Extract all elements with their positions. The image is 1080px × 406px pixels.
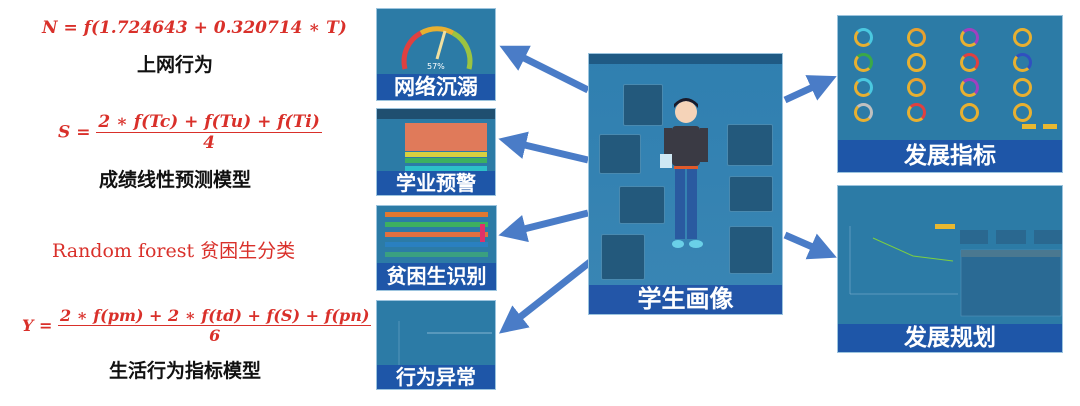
info-box (599, 134, 641, 174)
formula-s: S = 2 ∗ f(Tc) + f(Tu) + f(Ti)4 (58, 112, 322, 153)
panel-internet-addiction[interactable]: 57% 网络沉溺 (376, 8, 496, 101)
indicator-ring (960, 103, 979, 122)
indicator-ring (854, 103, 873, 122)
formula-n: N = f(1.724643 + 0.320714 ∗ T) (42, 18, 347, 38)
indicator-ring (1013, 28, 1032, 47)
formula-y: Y = 2 ∗ f(pm) + 2 ∗ f(td) + f(S) + f(pn)… (22, 306, 372, 345)
formula-lhs: S = (58, 122, 97, 143)
formula-denominator: 6 (209, 326, 221, 345)
indicator-ring (854, 53, 873, 72)
indicator-ring (960, 28, 979, 47)
info-box (619, 186, 665, 224)
arrow-to-behavior (499, 259, 593, 334)
panel-development-planning[interactable]: 发展规划 (837, 185, 1063, 353)
arrow-to-planning (783, 231, 837, 260)
arrow-to-internet (499, 45, 590, 94)
button[interactable] (1043, 124, 1057, 129)
indicator-ring (854, 28, 873, 47)
line-chart (398, 321, 492, 367)
panel-behavior-anomaly[interactable]: 行为异常 (376, 300, 496, 390)
bar-yellow (405, 152, 487, 157)
panel-label: 学生画像 (589, 285, 782, 314)
caption-life-behavior-model: 生活行为指标模型 (108, 360, 261, 382)
bar (385, 252, 488, 257)
formula-expr: f(1.724643 + 0.320714 ∗ T) (83, 18, 347, 38)
caption-internet-behavior: 上网行为 (136, 54, 213, 76)
marker (480, 224, 485, 242)
panel-header (589, 54, 782, 64)
panel-label: 贫困生识别 (377, 263, 496, 290)
panel-label: 行为异常 (377, 365, 495, 389)
line-chart (849, 224, 1062, 317)
formula-lhs: Y = (22, 316, 58, 335)
bar (385, 212, 488, 217)
formula-denominator: 4 (203, 133, 215, 153)
arrow-to-indicators (783, 75, 837, 104)
bar-green (405, 158, 487, 163)
panel-label: 网络沉溺 (377, 74, 495, 100)
indicator-ring (1013, 78, 1032, 97)
panel-label: 学业预警 (377, 171, 495, 195)
bar-group-red (405, 123, 487, 151)
indicator-ring (960, 78, 979, 97)
bar (385, 232, 488, 237)
info-box (729, 176, 773, 212)
indicator-ring (907, 53, 926, 72)
panel-header (377, 109, 495, 119)
bar (385, 222, 488, 227)
info-box (601, 234, 645, 280)
caption-grade-model: 成绩线性预测模型 (98, 169, 251, 191)
panel-academic-warning[interactable]: 学业预警 (376, 108, 496, 196)
bar (385, 242, 488, 247)
panel-poverty-identification[interactable]: 贫困生识别 (376, 205, 497, 291)
indicator-ring (960, 53, 979, 72)
panel-student-portrait[interactable]: 学生画像 (588, 53, 783, 315)
indicator-ring (907, 28, 926, 47)
formula-lhs: N = (42, 18, 84, 38)
gauge-icon (401, 26, 473, 70)
indicator-ring (907, 103, 926, 122)
info-box (729, 226, 773, 274)
indicator-ring (854, 78, 873, 97)
formula-numerator: 2 ∗ f(pm) + 2 ∗ f(td) + f(S) + f(pn) (57, 306, 372, 326)
indicator-ring (1013, 103, 1032, 122)
bar-cyan (405, 166, 487, 171)
panel-label: 发展指标 (838, 140, 1062, 172)
student-avatar-icon (660, 98, 708, 248)
indicator-ring (907, 78, 926, 97)
indicator-ring (1013, 53, 1032, 72)
random-forest-label: Random forest 贫困生分类 (52, 240, 296, 262)
arrow-to-academic (498, 131, 589, 164)
info-box (623, 84, 663, 126)
formula-numerator: 2 ∗ f(Tc) + f(Tu) + f(Ti) (96, 112, 322, 133)
info-box (727, 124, 773, 166)
panel-development-indicators[interactable]: 发展指标 (837, 15, 1063, 173)
panel-label: 发展规划 (838, 324, 1062, 352)
arrow-to-poverty (498, 209, 589, 243)
button[interactable] (1022, 124, 1036, 129)
gauge-value: 57% (427, 62, 445, 71)
